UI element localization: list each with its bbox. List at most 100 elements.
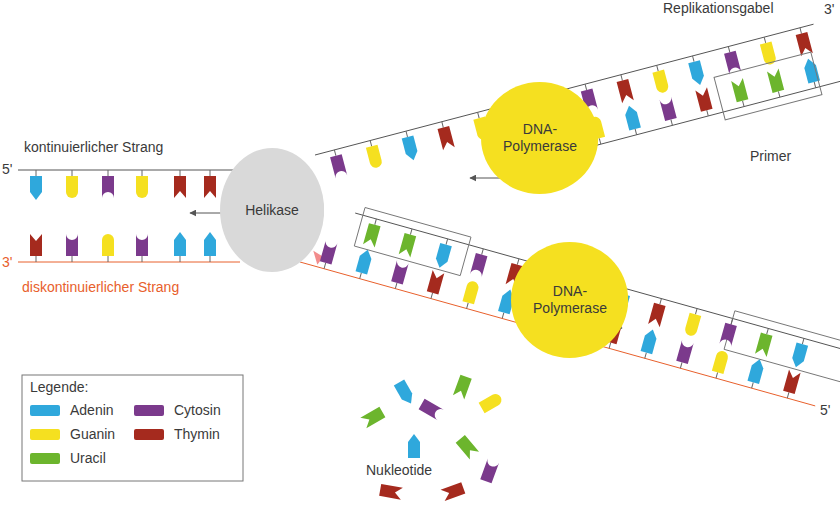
base-stem <box>743 101 745 107</box>
nucleotide <box>204 232 216 262</box>
nucleotide <box>136 234 148 262</box>
base-shape <box>438 126 455 150</box>
node-text: DNA- Polymerase <box>528 283 612 317</box>
nucleotide <box>434 237 454 269</box>
legend-text: Cytosin <box>174 402 221 418</box>
base-stem <box>467 303 469 309</box>
base-shape <box>456 435 479 460</box>
nucleotide <box>790 337 810 369</box>
base-stem <box>707 110 709 116</box>
base-shape <box>767 69 784 93</box>
base-stem <box>72 256 73 262</box>
free-nucleotide <box>394 380 416 407</box>
nucleotide <box>136 170 148 198</box>
primer-frame <box>714 52 822 120</box>
base-stem <box>645 353 647 359</box>
base-shape <box>660 97 677 121</box>
base-stem <box>802 338 804 344</box>
base-stem <box>716 372 718 378</box>
legend-frame <box>22 375 243 481</box>
nucleotide <box>363 217 382 247</box>
base-shape <box>760 41 777 65</box>
base-shape <box>470 253 487 277</box>
node-text: DNA- Polymerase <box>498 121 582 155</box>
base-shape <box>479 392 504 413</box>
base-stem <box>609 343 611 349</box>
base-stem <box>517 259 519 265</box>
nucleotide <box>755 327 774 357</box>
base-stem <box>180 170 181 176</box>
enzyme-ellipse: DNA- Polymerase <box>511 242 628 358</box>
node-shape <box>712 40 832 166</box>
text-label: 3' <box>2 254 12 270</box>
base-shape <box>796 32 813 56</box>
base-shape <box>462 280 479 304</box>
primer-box <box>724 311 840 384</box>
base-stem <box>814 82 816 88</box>
base-shape <box>408 434 420 458</box>
nucleotide <box>470 247 489 277</box>
base-stem <box>370 141 372 147</box>
base-stem <box>142 256 143 262</box>
base-shape <box>66 234 78 256</box>
base-stem <box>108 256 109 262</box>
enzyme-body <box>481 82 598 194</box>
base-shape <box>652 70 669 94</box>
nucleotide <box>615 73 634 103</box>
base-shape <box>391 260 408 284</box>
base-stem <box>431 293 433 299</box>
base-shape <box>427 270 444 294</box>
nucleotide <box>746 358 766 390</box>
free-nucleotide <box>453 375 472 400</box>
base-shape <box>320 240 337 264</box>
enzyme-ellipse: Helikase <box>220 148 324 272</box>
nucleotide <box>719 317 738 347</box>
base-stem <box>787 392 789 398</box>
base-shape <box>802 57 820 83</box>
dna-strands <box>18 24 840 406</box>
nucleotide <box>731 78 750 108</box>
free-nucleotide <box>456 435 479 460</box>
base-shape <box>30 176 42 200</box>
nucleotide <box>174 170 186 198</box>
base-shape <box>330 154 347 178</box>
nucleotide <box>318 240 337 270</box>
base-stem <box>800 28 802 34</box>
nucleotide <box>639 328 659 360</box>
base-shape <box>419 399 444 420</box>
base-stem <box>324 263 326 269</box>
enzyme-ellipse: DNA- Polymerase <box>481 82 598 194</box>
base-shape <box>356 248 374 274</box>
base-shape <box>399 233 416 257</box>
nucleotide <box>684 307 703 337</box>
legend-text: Thymin <box>174 426 220 442</box>
base-shape <box>676 340 693 364</box>
base-shape <box>174 176 186 198</box>
nucleotide <box>802 57 821 89</box>
nucleotide <box>425 270 444 300</box>
nucleotide <box>781 370 800 400</box>
nucleotide <box>660 97 679 127</box>
nucleotide <box>400 130 419 162</box>
base-shape <box>724 51 741 75</box>
nucleotide <box>30 170 42 200</box>
legend-swatch <box>134 429 164 440</box>
legend-text: Guanin <box>70 426 115 442</box>
base-stem <box>695 309 697 315</box>
base-stem <box>660 299 662 305</box>
legend-swatch <box>30 429 60 440</box>
node-text: Helikase <box>235 202 309 219</box>
nucleotide <box>767 69 786 99</box>
nucleotide <box>30 234 42 262</box>
nucleotide <box>623 104 642 136</box>
nucleotide <box>390 260 409 290</box>
base-stem <box>406 131 408 137</box>
base-shape <box>366 145 383 169</box>
strand-line <box>573 80 840 151</box>
free-nucleotide <box>379 484 403 500</box>
base-shape <box>453 375 472 400</box>
strand-line <box>18 170 240 171</box>
base-shape <box>747 358 765 384</box>
base-shape <box>102 234 114 256</box>
